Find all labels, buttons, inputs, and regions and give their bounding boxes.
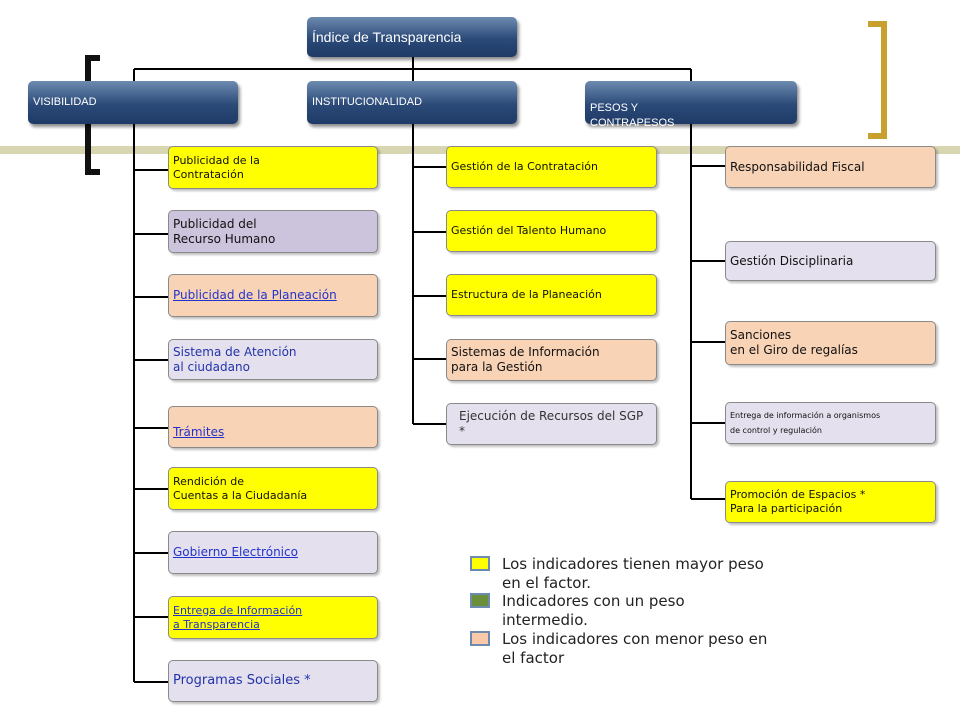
visibilidad-item-sistema-atencion: Sistema de Atención al ciudadano [168, 339, 378, 380]
category-visibilidad: VISIBILIDAD [28, 81, 238, 124]
institucionalidad-item-sistemas-informacion: Sistemas de Información para la Gestión [446, 339, 657, 381]
pesos-item-responsabilidad-fiscal: Responsabilidad Fiscal [725, 146, 936, 188]
visibilidad-item-gobierno-electronico[interactable]: Gobierno Electrónico [168, 531, 378, 574]
root-node-title: Índice de Transparencia [307, 17, 517, 57]
legend-text-mayor-peso: Los indicadores tienen mayor peso en el … [502, 555, 764, 592]
visibilidad-item-publicidad-recurso-humano: Publicidad del Recurso Humano [168, 210, 378, 253]
pesos-item-promocion-espacios: Promoción de Espacios * Para la particip… [725, 481, 936, 523]
visibilidad-item-publicidad-planeacion[interactable]: Publicidad de la Planeación [168, 274, 378, 317]
legend-swatch-peach [470, 631, 490, 646]
institucionalidad-item-estructura-planeacion: Estructura de la Planeación [446, 274, 657, 316]
category-institucionalidad: INSTITUCIONALIDAD [307, 81, 517, 124]
legend-text-menor-peso: Los indicadores con menor peso en el fac… [502, 630, 768, 667]
pesos-item-entrega-informacion-organismos: Entrega de información a organismos de c… [725, 402, 936, 444]
legend-swatch-yellow [470, 556, 490, 571]
visibilidad-item-tramites[interactable]: Trámites [168, 406, 378, 448]
right-bracket [868, 21, 887, 139]
visibilidad-item-programas-sociales: Programas Sociales * [168, 660, 378, 702]
visibilidad-item-publicidad-contratacion: Publicidad de la Contratación [168, 146, 378, 189]
visibilidad-item-rendicion-cuentas: Rendición de Cuentas a la Ciudadanía [168, 467, 378, 510]
pesos-item-sanciones-regalias: Sanciones en el Giro de regalías [725, 321, 936, 365]
visibilidad-item-entrega-informacion[interactable]: Entrega de Información a Transparencia [168, 596, 378, 639]
legend-swatch-green [470, 593, 490, 608]
legend-text-peso-intermedio: Indicadores con un peso intermedio. [502, 592, 685, 629]
institucionalidad-item-gestion-talento-humano: Gestión del Talento Humano [446, 210, 657, 252]
category-pesos-y-contrapesos: PESOS Y CONTRAPESOS [585, 81, 797, 129]
pesos-item-gestion-disciplinaria: Gestión Disciplinaria [725, 241, 936, 281]
institucionalidad-item-ejecucion-recursos-sgp: Ejecución de Recursos del SGP * [446, 403, 657, 445]
institucionalidad-item-gestion-contratacion: Gestión de la Contratación [446, 146, 657, 188]
